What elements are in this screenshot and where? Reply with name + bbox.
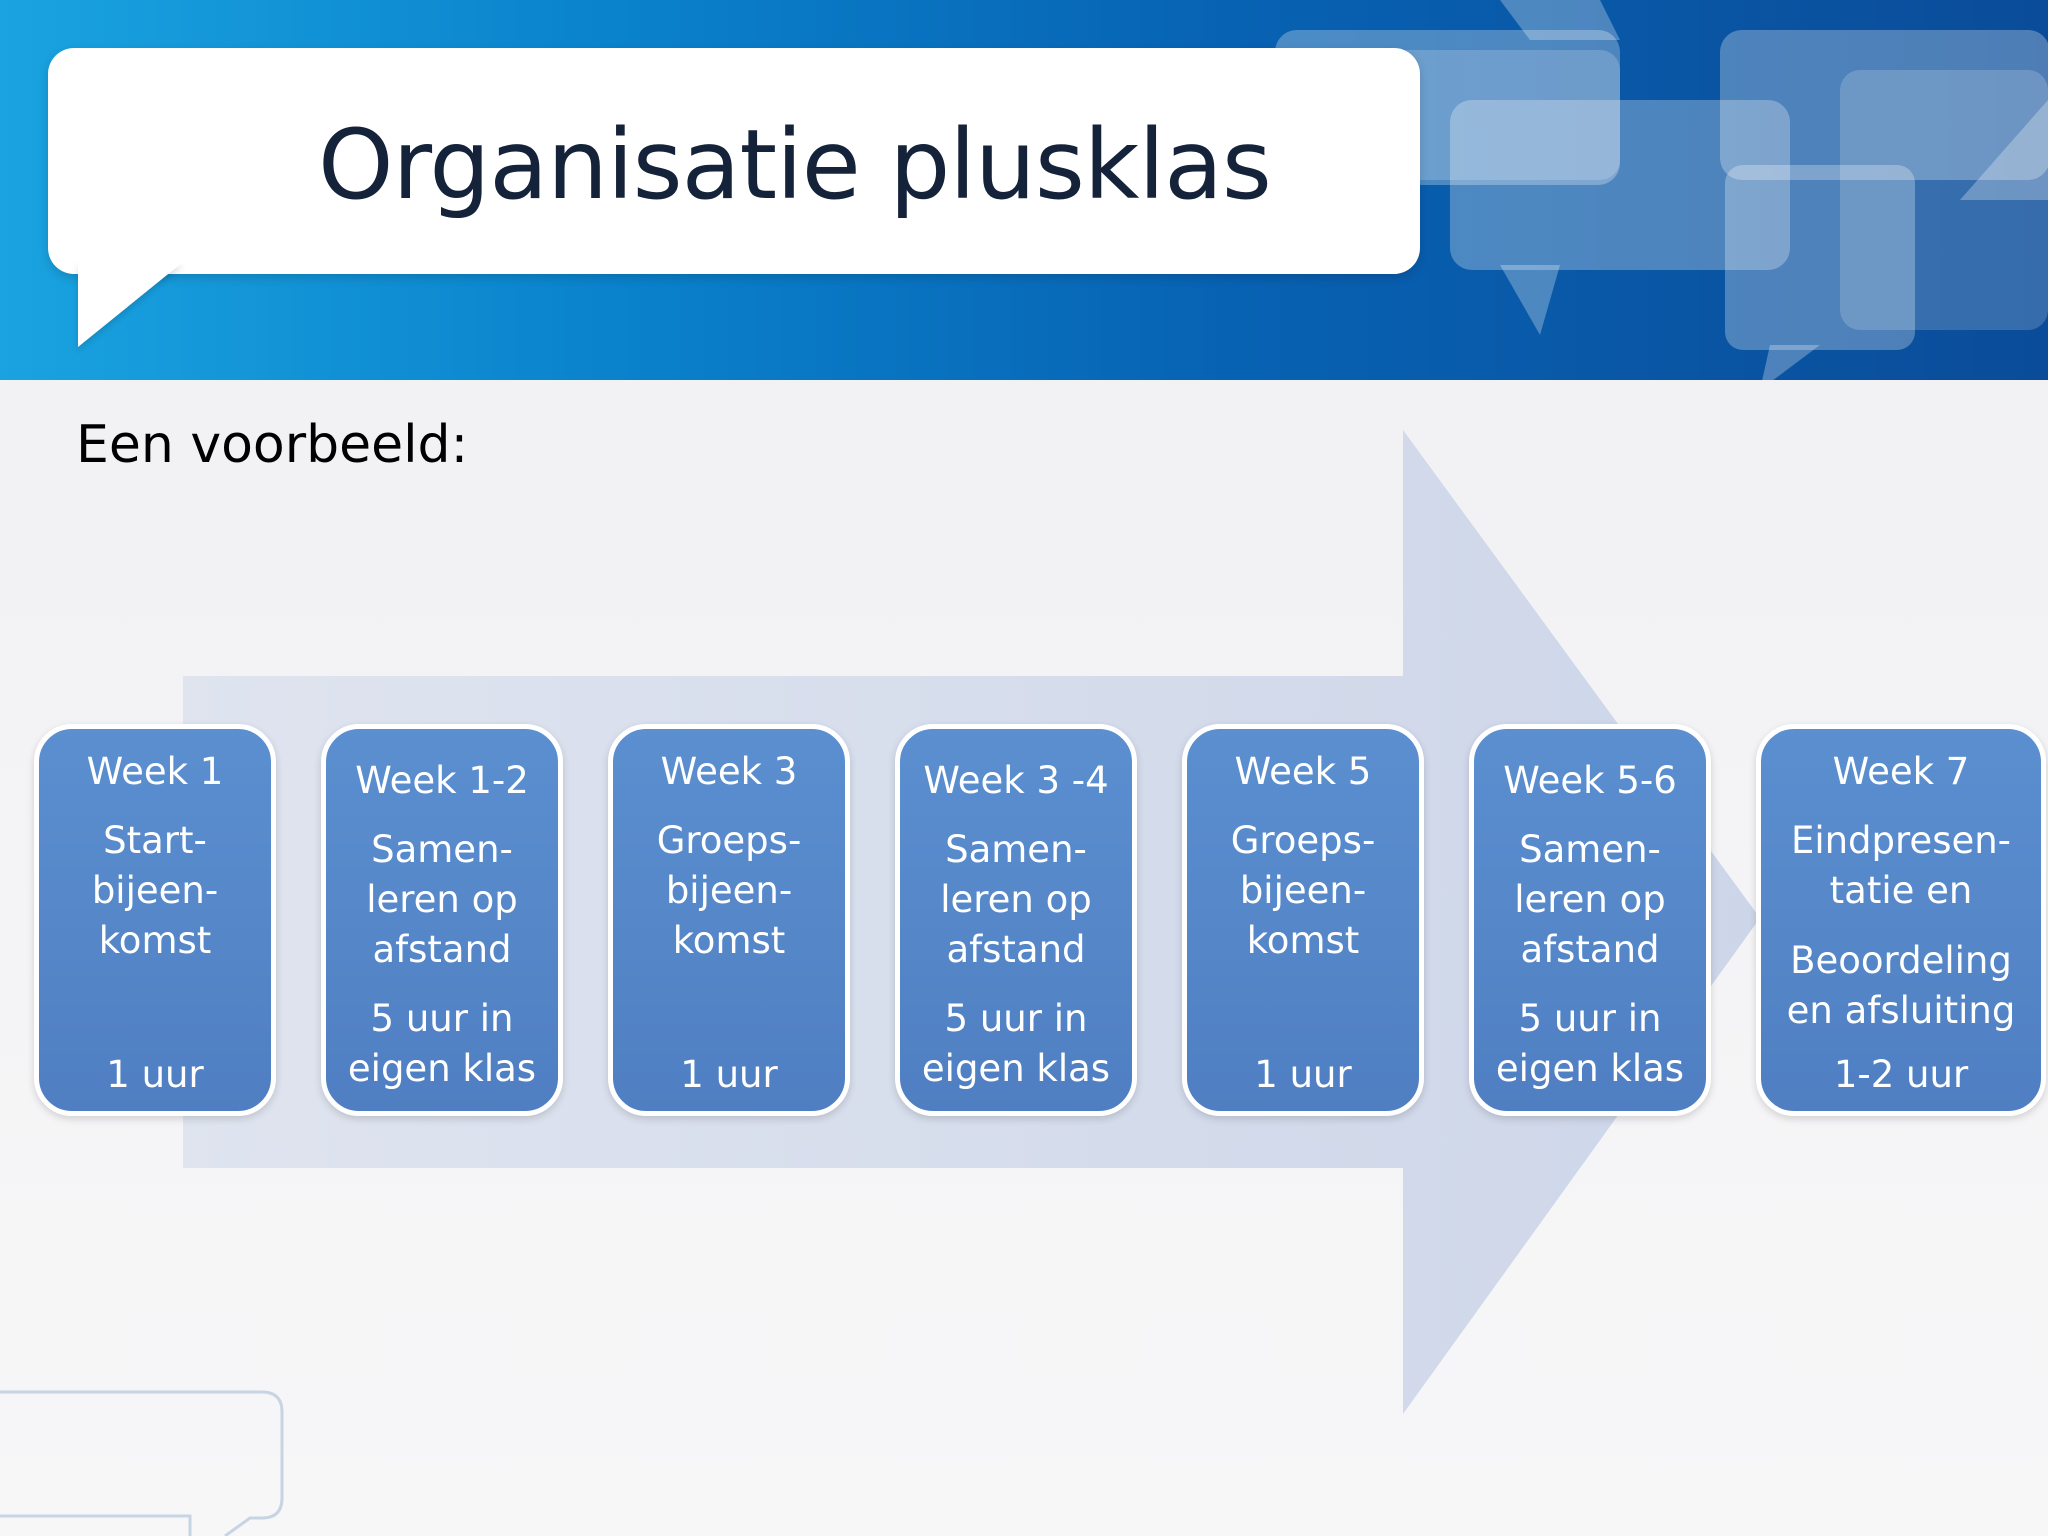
step-week-5-6: Week 5-6 Samen- leren op afstand 5 uur i… xyxy=(1469,724,1711,1116)
step-description: Eindpresen- tatie en xyxy=(1790,819,2012,912)
title-bubble-tail xyxy=(78,262,183,347)
speech-bubble-outline-icon xyxy=(0,1390,284,1536)
title-bubble xyxy=(48,48,1420,274)
step-description: Groeps- bijeen- komst xyxy=(656,819,802,962)
step-week-7: Week 7 Eindpresen- tatie en Beoordeling … xyxy=(1756,724,2046,1116)
step-week-label: Week 5 xyxy=(1234,750,1372,793)
step-week-label: Week 3 -4 xyxy=(923,759,1109,802)
page-title: Organisatie plusklas xyxy=(318,109,1272,221)
step-week-1-2: Week 1-2 Samen- leren op afstand 5 uur i… xyxy=(321,724,563,1116)
step-week-3-4: Week 3 -4 Samen- leren op afstand 5 uur … xyxy=(895,724,1137,1116)
step-week-label: Week 1 xyxy=(86,750,224,793)
step-week-label: Week 3 xyxy=(660,750,798,793)
step-description: Samen- leren op afstand xyxy=(1514,828,1666,971)
step-time: 5 uur in eigen klas xyxy=(1495,997,1685,1090)
step-description: Samen- leren op afstand xyxy=(366,828,518,971)
step-extra-description: Beoordeling en afsluiting xyxy=(1786,939,2016,1032)
step-time: 5 uur in eigen klas xyxy=(921,997,1111,1090)
step-description: Start- bijeen- komst xyxy=(91,819,219,962)
subtitle: Een voorbeeld: xyxy=(76,415,469,475)
step-time: 1 uur xyxy=(106,1053,204,1096)
step-week-5: Week 5 Groeps- bijeen- komst 1 uur xyxy=(1182,724,1424,1116)
step-time: 1 uur xyxy=(680,1053,778,1096)
step-description: Groeps- bijeen- komst xyxy=(1230,819,1376,962)
step-week-1: Week 1 Start- bijeen- komst 1 uur xyxy=(34,724,276,1116)
step-time: 1-2 uur xyxy=(1833,1053,1969,1096)
step-week-label: Week 1-2 xyxy=(355,759,529,802)
step-week-3: Week 3 Groeps- bijeen- komst 1 uur xyxy=(608,724,850,1116)
step-time: 1 uur xyxy=(1254,1053,1352,1096)
step-description: Samen- leren op afstand xyxy=(940,828,1092,971)
step-week-label: Week 7 xyxy=(1832,750,1970,793)
step-time: 5 uur in eigen klas xyxy=(347,997,537,1090)
step-week-label: Week 5-6 xyxy=(1503,759,1677,802)
